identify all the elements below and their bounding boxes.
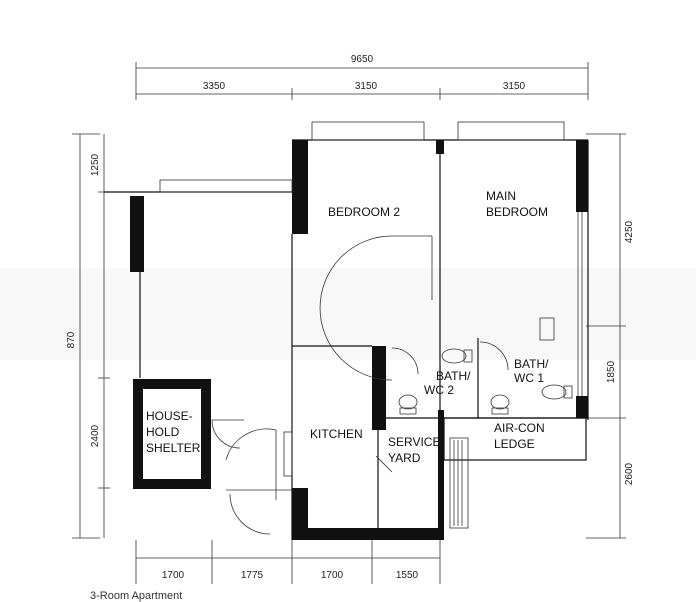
top-dimensions: 9650 3350 3150 3150 <box>135 54 589 100</box>
dim-right-top: 4250 <box>624 220 635 243</box>
label-bath-wc-2: BATH/ WC 2 <box>424 369 474 397</box>
dim-bottom-3: 1700 <box>321 570 344 581</box>
dim-right-low: 2600 <box>624 462 635 485</box>
doors <box>211 235 509 535</box>
bath-partition <box>539 317 555 341</box>
label-service-yard: SERVICE YARD <box>388 435 444 465</box>
watermark-band <box>0 268 696 360</box>
dim-overall-width: 9650 <box>351 54 374 65</box>
right-dimensions: 4250 1850 2600 <box>586 133 635 539</box>
dim-bottom-2: 1775 <box>241 570 264 581</box>
dim-bottom-4: 1550 <box>396 570 419 581</box>
toilet-icon <box>441 348 473 364</box>
label-bath-wc-1: BATH/ WC 1 <box>514 357 552 385</box>
label-main-bedroom: MAIN BEDROOM <box>486 189 548 219</box>
dim-bottom-1: 1700 <box>162 570 185 581</box>
dim-left-overall: 870 <box>66 331 77 348</box>
label-household-shelter: HOUSE- HOLD SHELTER <box>146 409 201 455</box>
dim-left-top: 1250 <box>90 153 101 176</box>
walls <box>104 121 589 540</box>
dim-top-seg-1: 3350 <box>203 81 226 92</box>
basin-icon <box>398 394 418 415</box>
bottom-dimensions: 1700 1775 1700 1550 <box>135 540 441 584</box>
basin-icon <box>490 394 510 415</box>
dim-top-seg-3: 3150 <box>503 81 526 92</box>
label-aircon-ledge: AIR-CON LEDGE <box>494 421 548 451</box>
toilet-icon <box>541 384 573 400</box>
fixtures <box>398 317 573 415</box>
dim-right-mid: 1850 <box>606 360 617 383</box>
room-labels: BEDROOM 2 MAIN BEDROOM BATH/ WC 2 BATH/ … <box>146 189 552 465</box>
label-kitchen: KITCHEN <box>310 427 363 441</box>
label-bedroom-2: BEDROOM 2 <box>328 205 400 219</box>
dim-left-low: 2400 <box>90 424 101 447</box>
plan-caption: 3-Room Apartment <box>90 590 183 602</box>
dim-top-seg-2: 3150 <box>355 81 378 92</box>
